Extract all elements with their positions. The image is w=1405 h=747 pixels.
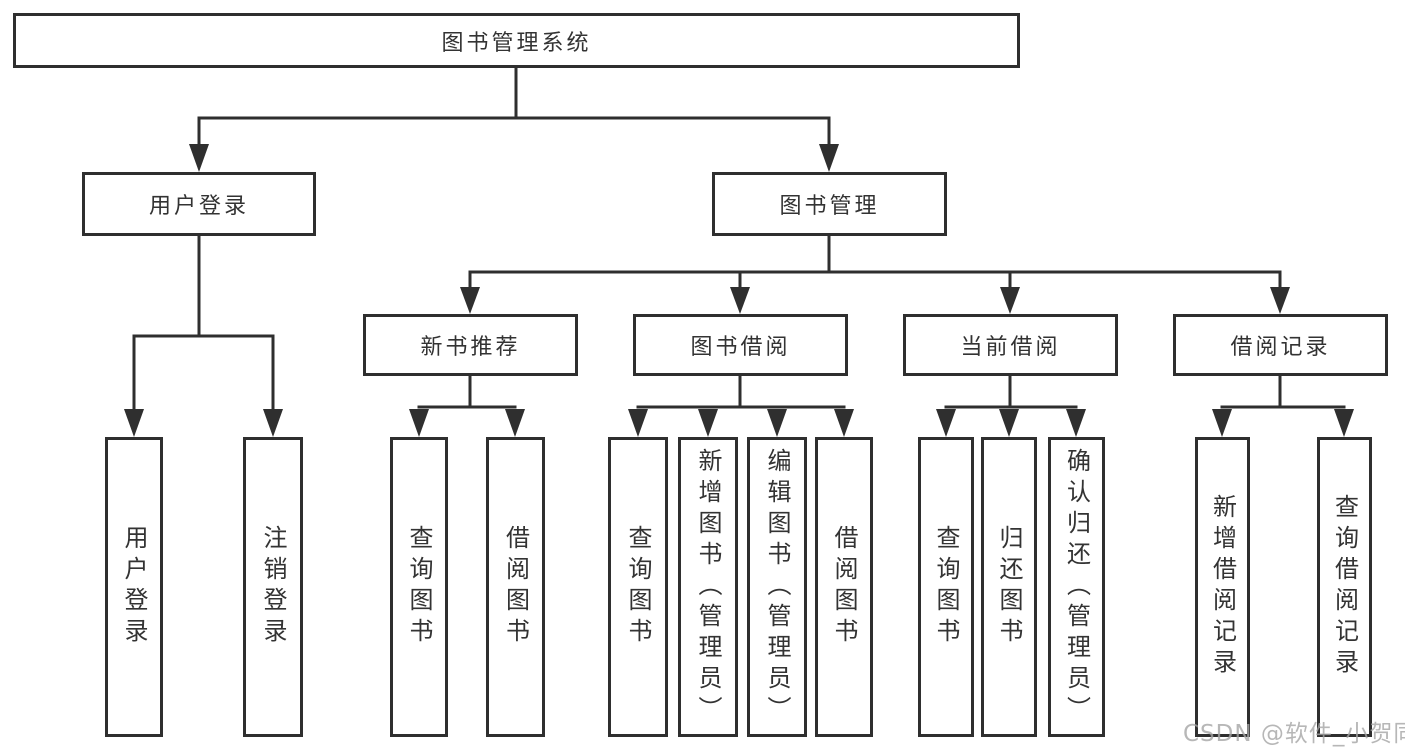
leaf-edit-book-admin-label: 编辑图书（管理员） bbox=[763, 447, 791, 727]
leaf-query-books-borrowing: 查询图书 bbox=[608, 437, 668, 737]
leaf-logout: 注销登录 bbox=[243, 437, 303, 737]
leaf-query-books-current-label: 查询图书 bbox=[932, 525, 960, 649]
leaf-borrow-books-recommend: 借阅图书 bbox=[486, 437, 545, 737]
leaf-add-book-admin-label: 新增图书（管理员） bbox=[694, 447, 722, 727]
leaf-confirm-return-admin: 确认归还（管理员） bbox=[1048, 437, 1105, 737]
leaf-query-books-recommend-label: 查询图书 bbox=[405, 525, 433, 649]
connector-root-to-level2 bbox=[189, 68, 839, 172]
node-borrowing-records-label: 借阅记录 bbox=[1230, 335, 1331, 360]
connector-book-management-to-level3 bbox=[460, 236, 1290, 314]
connector-user-login-to-leaves bbox=[124, 236, 283, 437]
leaf-return-books-label: 归还图书 bbox=[995, 525, 1023, 649]
node-book-management-label: 图书管理 bbox=[779, 194, 880, 219]
node-new-book-recommend-label: 新书推荐 bbox=[420, 335, 521, 360]
leaf-user-login-label: 用户登录 bbox=[120, 525, 148, 649]
leaf-query-books-recommend: 查询图书 bbox=[390, 437, 448, 737]
connector-current-borrowing-to-leaves bbox=[936, 376, 1086, 437]
leaf-borrow-books-borrowing-label: 借阅图书 bbox=[830, 525, 858, 649]
leaf-query-borrow-record: 查询借阅记录 bbox=[1317, 437, 1372, 737]
node-borrowing-records: 借阅记录 bbox=[1173, 314, 1388, 376]
leaf-borrow-books-borrowing: 借阅图书 bbox=[815, 437, 873, 737]
node-root: 图书管理系统 bbox=[13, 13, 1020, 68]
node-book-borrowing: 图书借阅 bbox=[633, 314, 848, 376]
connector-borrowing-records-to-leaves bbox=[1212, 376, 1354, 437]
leaf-add-borrow-record: 新增借阅记录 bbox=[1195, 437, 1250, 737]
node-book-borrowing-label: 图书借阅 bbox=[690, 335, 791, 360]
leaf-confirm-return-admin-label: 确认归还（管理员） bbox=[1062, 447, 1091, 727]
node-user-login-label: 用户登录 bbox=[148, 194, 249, 219]
connector-book-borrowing-to-leaves bbox=[628, 376, 854, 437]
leaf-edit-book-admin: 编辑图书（管理员） bbox=[747, 437, 807, 737]
connector-new-book-recommend-to-leaves bbox=[409, 376, 525, 437]
node-current-borrowing-label: 当前借阅 bbox=[960, 335, 1061, 360]
leaf-query-books-current: 查询图书 bbox=[918, 437, 974, 737]
leaf-add-borrow-record-label: 新增借阅记录 bbox=[1208, 494, 1237, 680]
leaf-add-book-admin: 新增图书（管理员） bbox=[678, 437, 738, 737]
leaf-return-books: 归还图书 bbox=[981, 437, 1037, 737]
node-book-management: 图书管理 bbox=[712, 172, 947, 236]
node-current-borrowing: 当前借阅 bbox=[903, 314, 1118, 376]
leaf-borrow-books-recommend-label: 借阅图书 bbox=[501, 525, 530, 649]
node-new-book-recommend: 新书推荐 bbox=[363, 314, 578, 376]
leaf-user-login: 用户登录 bbox=[105, 437, 163, 737]
leaf-query-borrow-record-label: 查询借阅记录 bbox=[1330, 494, 1359, 680]
leaf-logout-label: 注销登录 bbox=[259, 525, 287, 649]
leaf-query-books-borrowing-label: 查询图书 bbox=[624, 525, 652, 649]
node-root-label: 图书管理系统 bbox=[441, 30, 592, 56]
node-user-login: 用户登录 bbox=[82, 172, 316, 236]
